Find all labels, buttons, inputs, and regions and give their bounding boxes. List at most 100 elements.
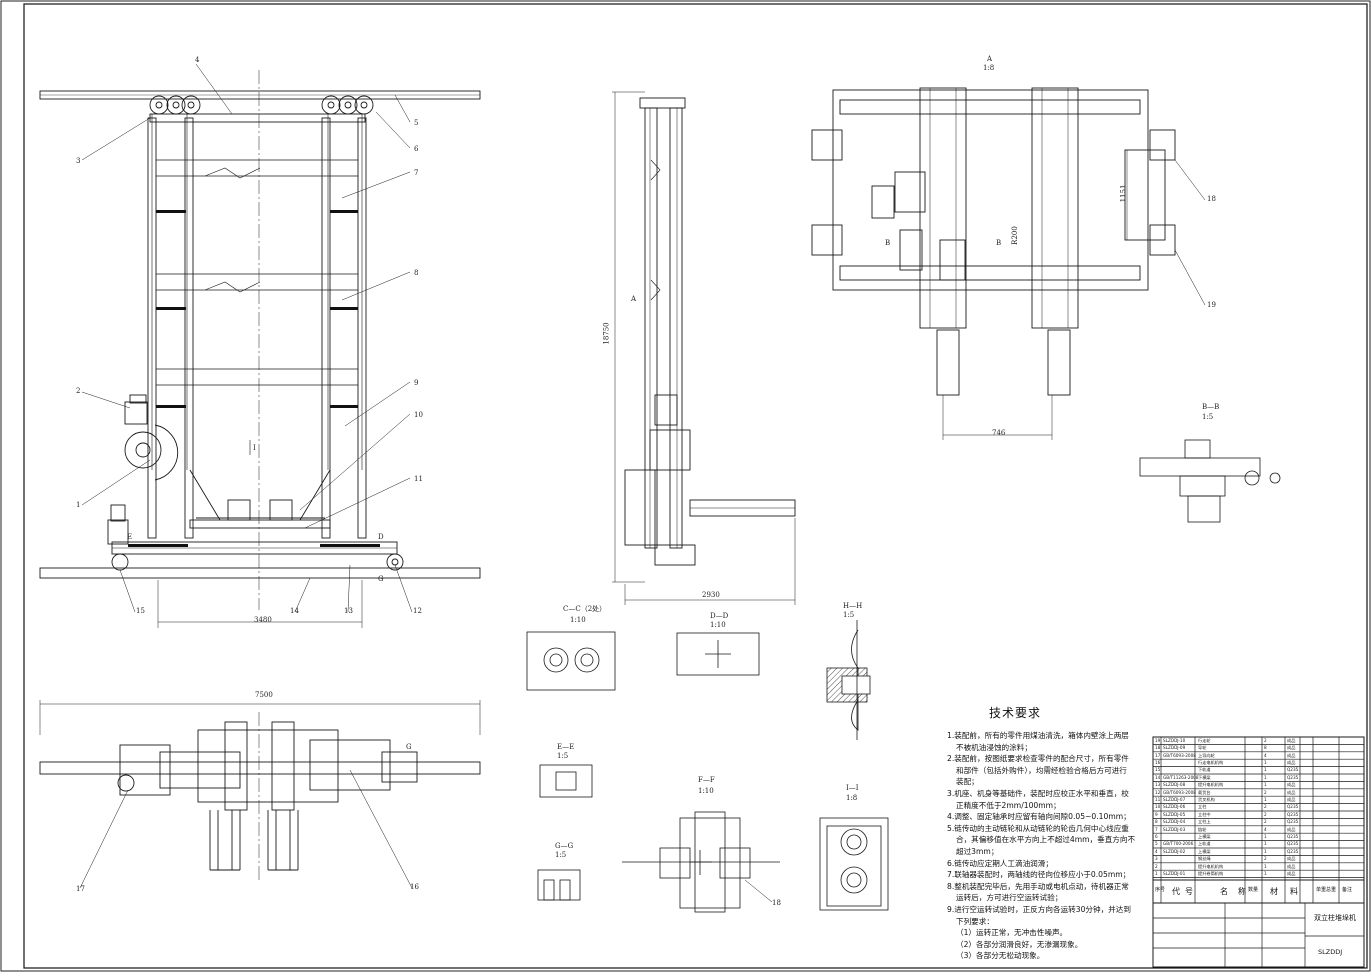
bom-cell-code: SLZDDJ-04	[1163, 819, 1186, 825]
bom-cell-qty: 1	[1264, 848, 1267, 854]
bom-cell-name: 提升电机机构	[1198, 863, 1224, 869]
part-label-8: 8	[414, 269, 419, 277]
bom-cell-code: SLZDDJ-05	[1163, 811, 1186, 817]
bom-cell-no: 17	[1155, 752, 1161, 758]
bom-cell-mat: 成品	[1287, 826, 1296, 832]
bom-cell-name: 行走电机机构	[1198, 760, 1224, 765]
bom-header-cell: 单重	[1316, 887, 1327, 893]
bom-cell-code: SLZDDJ-08	[1163, 782, 1186, 788]
part-label-5: 5	[414, 119, 419, 127]
bom-cell-no: 10	[1155, 804, 1161, 810]
bom-cell-name: 下横梁	[1198, 774, 1211, 780]
bom-cell-mat: 成品	[1287, 737, 1296, 743]
bom-cell-code: GB/T11263-2008	[1163, 774, 1199, 780]
bom-cell-mat: 成品	[1287, 871, 1296, 876]
section-mark-g: G	[378, 575, 384, 583]
bom-cell-code: GB/T700-2006	[1163, 841, 1194, 847]
bom-cell-mat: 成品	[1287, 760, 1296, 765]
bom-header-cell: 总重	[1326, 887, 1337, 893]
dimension-r200: R200	[1010, 226, 1019, 245]
requirement-line: 下列要求：	[956, 916, 994, 926]
bom-cell-qty: 4	[1264, 752, 1267, 758]
bom-cell-code: GB/T6093-2008	[1163, 789, 1196, 795]
bom-cell-qty: 1	[1264, 774, 1267, 780]
bom-cell-qty: 1	[1264, 760, 1267, 765]
part-label-16: 16	[410, 883, 419, 891]
bom-cell-qty: 2	[1264, 737, 1267, 743]
dimension-3480: 3480	[254, 616, 272, 624]
part-label-18-detail: 18	[772, 899, 781, 907]
view-cc-title: C—C（2处）	[563, 605, 607, 613]
dimension-1151: 1151	[1119, 184, 1128, 203]
bom-cell-qty: 2	[1264, 811, 1267, 817]
part-label-1: 1	[76, 501, 81, 509]
technical-requirements-list: 1.装配前，所有的零件用煤油清洗，箱体内壁涂上两层不被机油浸蚀的涂料；2.装配前…	[947, 730, 1152, 962]
part-label-17: 17	[76, 885, 85, 893]
part-label-12: 12	[413, 607, 422, 615]
bom-cell-code: SLZDDJ-01	[1163, 871, 1186, 876]
bom-cell-name: 上轨道	[1198, 841, 1211, 847]
bom-cell-name: 提升电机机构	[1198, 782, 1224, 788]
plan-view	[39, 700, 481, 889]
bom-table	[1152, 736, 1365, 968]
view-hh	[826, 620, 871, 740]
requirement-line: 7.联轴器装配时，两轴线的径向位移应小于0.05mm；	[947, 870, 1131, 880]
requirement-line: （2）各部分润滑良好，无渗漏现象。	[956, 939, 1083, 949]
bom-cell-qty: 1	[1264, 782, 1267, 788]
bom-header-cell: 备注	[1342, 887, 1353, 893]
bom-header-cell: 序号	[1155, 887, 1166, 893]
bom-cell-mat: 成品	[1287, 863, 1296, 869]
part-label-13: 13	[344, 607, 353, 615]
requirement-line: 正精度不低于2mm/100mm；	[956, 800, 1061, 810]
section-mark-b2: B	[996, 239, 1002, 247]
bom-cell-no: 11	[1155, 797, 1161, 802]
bom-cell-qty: 2	[1264, 804, 1267, 810]
bom-cell-no: 16	[1155, 760, 1161, 765]
bom-cell-name: 载货台	[1198, 789, 1211, 795]
part-label-3: 3	[76, 157, 81, 165]
view-a-title: A	[987, 55, 993, 63]
bom-cell-code: SLZDDJ-10	[1163, 737, 1186, 743]
requirement-line: 1.装配前，所有的零件用煤油清洗，箱体内壁涂上两层	[947, 731, 1129, 740]
dimension-7500: 7500	[255, 691, 273, 699]
section-mark-i: I	[253, 444, 256, 452]
view-ee-title: E—E	[557, 743, 575, 751]
requirement-line: 4.调整、固定轴承时应留有轴向间隙0.05~0.10mm；	[947, 812, 1131, 822]
dimension-2930: 2930	[702, 591, 720, 599]
bom-cell-name: 下轨道	[1198, 767, 1211, 773]
bom-cell-no: 2	[1155, 863, 1158, 869]
bom-header-cell: 称	[1238, 887, 1246, 896]
bom-cell-mat: Q235	[1287, 819, 1299, 825]
bom-cell-code: SLZDDJ-02	[1163, 848, 1186, 854]
requirement-line: （1）运转正常，无冲击性噪声。	[956, 928, 1068, 938]
part-label-6: 6	[414, 145, 419, 153]
bom-cell-name: 立柱中	[1198, 811, 1211, 817]
part-label-18: 18	[1207, 195, 1216, 203]
bom-cell-name: 上导向轮	[1198, 752, 1215, 758]
bom-cell-no: 15	[1155, 767, 1161, 773]
bom-cell-no: 5	[1155, 841, 1158, 847]
view-ee-scale: 1:5	[557, 752, 569, 760]
dimension-18750: 18750	[602, 322, 611, 345]
bom-cell-qty: 2	[1264, 789, 1267, 795]
technical-requirements-title: 技术要求	[989, 706, 1042, 720]
part-label-19: 19	[1207, 301, 1216, 309]
bom-cell-qty: 1	[1264, 834, 1267, 839]
requirement-line: 超过3mm；	[956, 846, 999, 856]
bom-cell-mat: 成品	[1287, 782, 1296, 788]
drawing-name: 双立柱堆垛机	[1314, 914, 1356, 922]
bom-cell-no: 13	[1155, 782, 1161, 788]
requirement-line: 5.链传动的主动链轮和从动链轮的轮齿几何中心线应重	[947, 823, 1129, 833]
bom-cell-qty: 1	[1264, 841, 1267, 847]
bom-cell-mat: 成品	[1287, 856, 1296, 862]
bom-cell-qty: 1	[1264, 871, 1267, 876]
requirement-line: （3）各部分无松动现象。	[956, 951, 1045, 961]
view-ff	[622, 811, 780, 913]
section-mark-b: B	[885, 239, 891, 247]
bom-cell-no: 12	[1155, 789, 1161, 795]
bom-cell-mat: Q235	[1287, 774, 1299, 780]
bom-cell-name: 上横梁	[1198, 834, 1211, 839]
view-cc-scale: 1:10	[570, 616, 586, 624]
bom-cell-qty: 1	[1264, 767, 1267, 773]
bom-cell-no: 6	[1155, 834, 1158, 839]
